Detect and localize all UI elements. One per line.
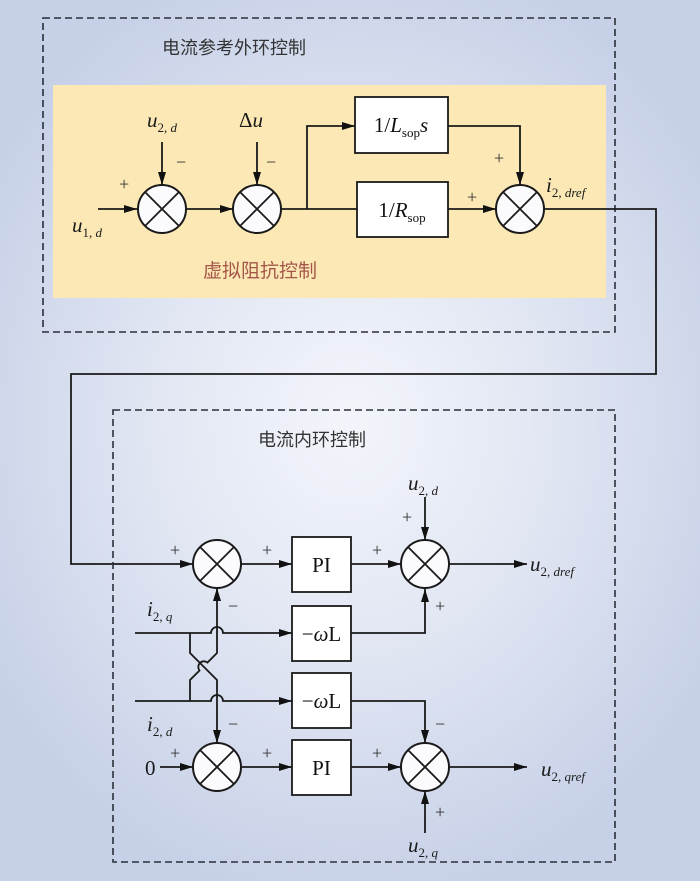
summing-junction-1: [137, 184, 187, 234]
resistance-block-label: 1/Rsop: [378, 198, 425, 225]
sumC-top-sign: −: [228, 714, 238, 734]
i2q-to-sumC-arrow: [189, 633, 221, 743]
outer-loop-title: 电流参考外环控制: [162, 38, 306, 59]
sum1-top-sign: −: [176, 152, 186, 172]
decouple-q-block: [291, 605, 352, 662]
decouple-d-block: [291, 672, 352, 729]
inner-loop-boundary: [112, 409, 616, 863]
sumB-top-sign: +: [402, 507, 412, 527]
decouple-d-to-sumD-arrow: [351, 700, 429, 743]
sumB-left-sign: +: [372, 540, 382, 560]
pi-q-label: PI: [312, 756, 331, 780]
decouple-d-label: −ωL: [302, 689, 342, 713]
i2d-to-decouple-arrow: [135, 694, 292, 705]
pi-q-input-sign: +: [262, 743, 272, 763]
sumD-top-sign: −: [435, 714, 445, 734]
inductance-to-sum3-arrow: [448, 125, 524, 185]
virtual-impedance-title: 虚拟阻抗控制: [203, 260, 317, 282]
sumA-bottom-sign: −: [228, 596, 238, 616]
pi-d-block: [291, 536, 352, 593]
sum1-cross-b: [144, 191, 180, 227]
summing-junction-2: [232, 184, 282, 234]
i2q-label: i2, q: [147, 597, 173, 624]
summing-junction-3: [495, 184, 545, 234]
inductance-block-label: 1/Lsops: [374, 113, 428, 140]
sumC-cross-b: [199, 749, 235, 785]
u2dref-label: u2, dref: [530, 552, 576, 579]
decouple-q-label: −ωL: [302, 622, 342, 646]
summing-junction-c: [192, 742, 242, 792]
zero-reference-label: 0: [145, 756, 156, 780]
inductance-block: [354, 96, 449, 154]
i2q-to-decouple-arrow: [135, 626, 292, 637]
i2d-label: i2, d: [147, 712, 173, 739]
decouple-q-to-sumB-arrow: [351, 589, 429, 634]
sumD-cross-b: [407, 749, 443, 785]
summing-junction-b: [400, 539, 450, 589]
sumB-bottom-sign: +: [435, 596, 445, 616]
sum2-cross-b: [239, 191, 275, 227]
sumC-left-sign: +: [170, 743, 180, 763]
summing-junction-d: [400, 742, 450, 792]
u2d-inner-label: u2, d: [408, 471, 439, 498]
pi-d-input-sign: +: [262, 540, 272, 560]
u2q-label: u2, q: [408, 833, 439, 860]
delta-u-label: Δu: [239, 108, 263, 132]
branch-to-inductance-arrow: [306, 122, 355, 209]
i2d-to-sumA-arrow: [189, 588, 221, 701]
u2qref-label: u2, qref: [541, 757, 587, 784]
inner-loop-title: 电流内环控制: [258, 430, 366, 451]
sumA-left-sign: +: [170, 540, 180, 560]
sumA-cross-b: [199, 546, 235, 582]
i2dref-connector-arrow: [70, 208, 657, 568]
summing-junction-a: [192, 539, 242, 589]
sum3-top-sign: +: [494, 148, 504, 168]
sum3-left-sign: +: [467, 187, 477, 207]
sumD-left-sign: +: [372, 743, 382, 763]
pi-d-label: PI: [312, 553, 331, 577]
u2d-outer-label: u2, d: [147, 108, 178, 135]
sum1-left-sign: +: [119, 174, 129, 194]
sumB-cross-b: [407, 546, 443, 582]
i2dref-label: i2, dref: [546, 173, 588, 200]
sum3-cross-b: [502, 191, 538, 227]
sum2-top-sign: −: [266, 152, 276, 172]
outer-loop-boundary: [42, 17, 616, 333]
u1d-label: u1, d: [72, 213, 103, 240]
sumD-bottom-sign: +: [435, 802, 445, 822]
